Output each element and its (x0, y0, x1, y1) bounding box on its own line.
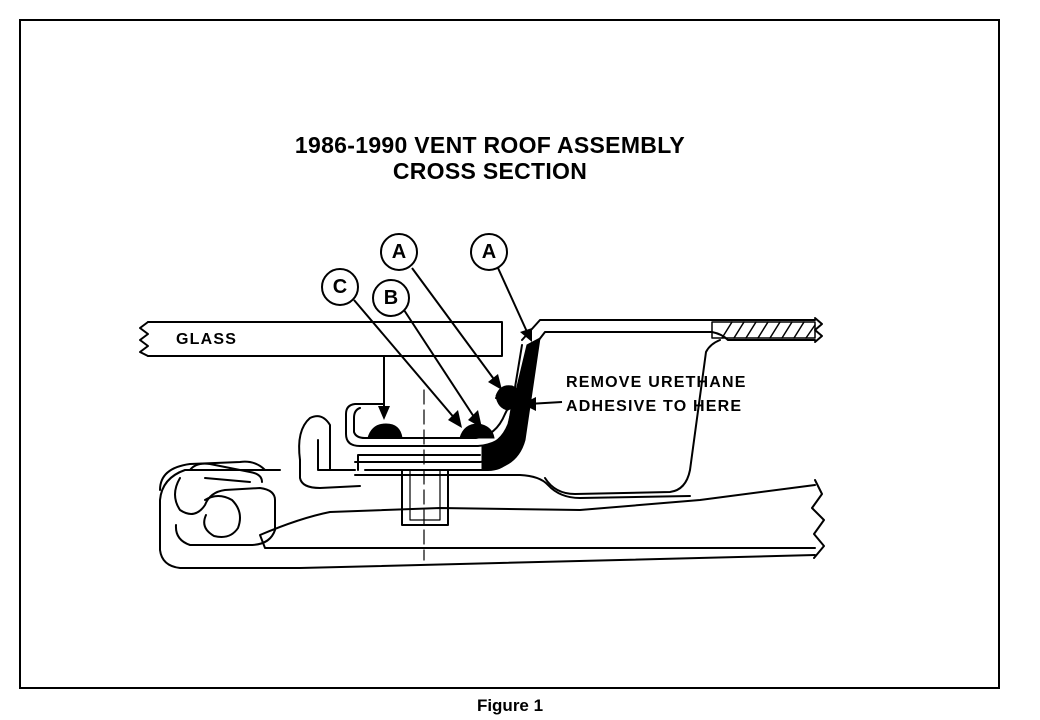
glass-label: GLASS (176, 331, 238, 348)
roof-frame-pocket (544, 339, 721, 495)
headliner-lower (159, 469, 816, 569)
base-plate (357, 454, 481, 471)
callout-a-right: A (470, 233, 508, 271)
seal-channel (174, 477, 276, 546)
headliner-break (811, 479, 825, 559)
leader-a2 (497, 267, 529, 335)
urethane-adhesive (481, 337, 541, 471)
urethane-note-line1: REMOVE URETHANE (566, 374, 747, 391)
urethane-note-line2: ADHESIVE TO HERE (566, 398, 743, 415)
arrowhead-c (448, 410, 462, 428)
arrowhead-adhesive (522, 397, 536, 411)
base-plate-lower (354, 474, 691, 499)
clip-spring (189, 462, 263, 483)
glass-pane (147, 321, 503, 357)
glass-bracket-inner (353, 399, 513, 439)
glass-break-line (139, 321, 149, 357)
leader-b (403, 309, 477, 421)
callout-b: B (372, 279, 410, 317)
retainer-hook (298, 415, 356, 471)
sealer-bead-right (459, 423, 495, 439)
roof-trim-hatching (711, 321, 816, 339)
leader-c (353, 299, 457, 421)
leader-a1 (411, 267, 497, 383)
figure-frame (19, 19, 1000, 689)
sealer-bead-left (367, 423, 403, 439)
seal-outer (159, 460, 266, 491)
urethane-upper-bead (495, 385, 522, 411)
retainer-arm (299, 459, 361, 489)
roof-break-line (814, 317, 823, 343)
arrowhead-a2 (520, 328, 532, 342)
seal-core (203, 495, 241, 538)
diagram-title: 1986-1990 VENT ROOF ASSEMBLY (294, 132, 686, 158)
diagram-subtitle: CROSS SECTION (392, 158, 588, 184)
arrowhead-c-vertical (378, 406, 390, 420)
arrowhead-b (468, 410, 482, 428)
bolt (401, 469, 449, 526)
figure-caption: Figure 1 (476, 696, 544, 715)
arrowhead-a1 (488, 374, 502, 390)
headliner-upper (259, 484, 816, 549)
callout-a-left: A (380, 233, 418, 271)
callout-c: C (321, 268, 359, 306)
